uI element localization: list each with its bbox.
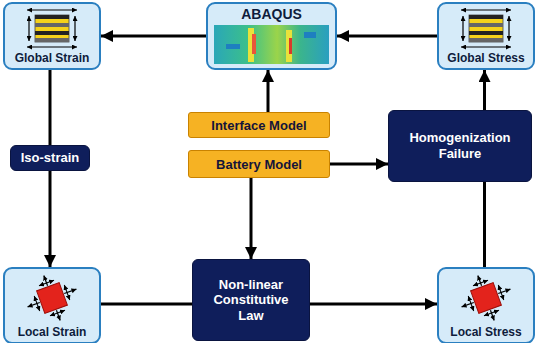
solver-box: ABAQUS <box>206 2 337 70</box>
process-box: Non-linear Constitutive Law <box>192 259 310 341</box>
node-label: Homogenization Failure <box>397 130 523 161</box>
model-box: Interface Model <box>188 112 330 138</box>
flow-arrow <box>483 70 486 110</box>
node-label: Battery Model <box>216 157 302 172</box>
node-label: Interface Model <box>211 118 306 133</box>
process-box: Homogenization Failure <box>388 110 532 182</box>
flow-arrow <box>330 163 388 166</box>
flow-arrow <box>49 70 52 145</box>
node-label: Global Strain <box>15 51 90 65</box>
state-box: Global Strain <box>3 2 101 70</box>
node-label: Global Stress <box>447 51 524 65</box>
flow-arrow <box>483 182 486 267</box>
flow-arrow <box>101 35 206 38</box>
node-label: Local Stress <box>450 325 521 339</box>
state-box: Global Stress <box>437 2 535 70</box>
flow-arrow <box>267 70 270 112</box>
flow-arrow <box>250 178 253 259</box>
node-label: ABAQUS <box>241 6 302 22</box>
node-label: Non-linear Constitutive Law <box>201 277 301 324</box>
flow-arrow <box>49 171 52 267</box>
model-box: Battery Model <box>188 150 330 178</box>
node-label: Local Strain <box>18 325 87 339</box>
state-box: Local Strain <box>3 267 101 343</box>
flow-arrow <box>337 35 437 38</box>
process-box: Iso-strain <box>10 145 90 171</box>
node-label: Iso-strain <box>21 150 80 166</box>
flow-arrow <box>101 303 192 306</box>
flow-arrow <box>310 303 437 306</box>
state-box: Local Stress <box>437 267 535 343</box>
